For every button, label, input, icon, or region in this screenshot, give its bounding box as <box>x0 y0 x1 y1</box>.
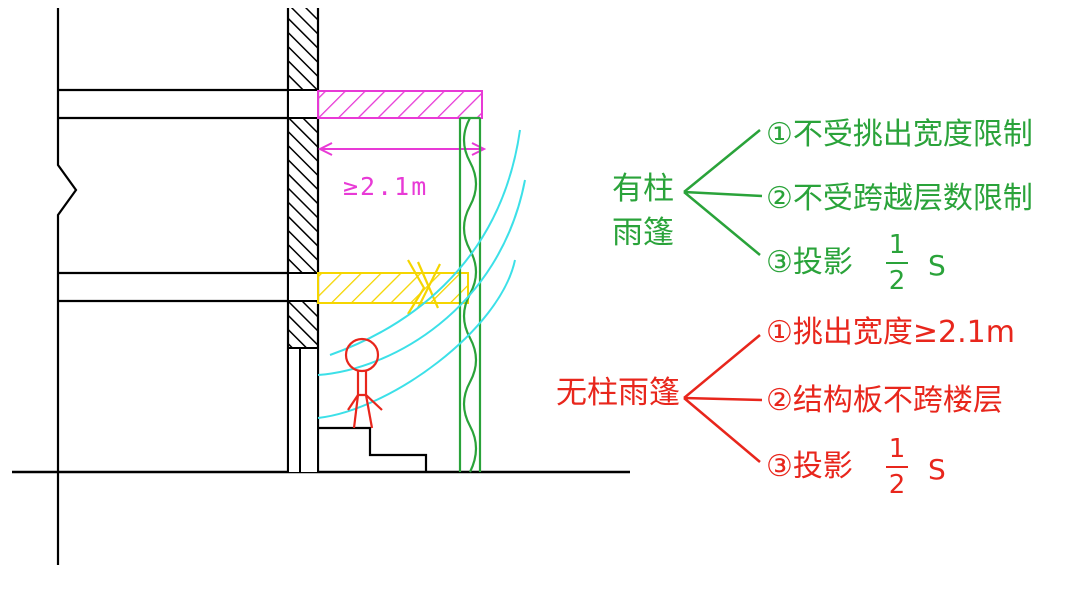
columned-item-2: ②不受跨越层数限制 <box>766 181 1033 216</box>
person-figure <box>344 337 383 429</box>
uncolumned-brace <box>683 334 763 463</box>
columned-fraction-denominator: 2 <box>888 266 906 296</box>
columned-fraction-numerator: 1 <box>888 230 906 260</box>
fraction-bar <box>886 466 908 468</box>
uncolumned-title: 无柱雨篷 <box>556 375 680 411</box>
left-wall <box>56 8 78 565</box>
entrance-steps <box>318 426 428 472</box>
columned-item-3: ③投影 <box>766 245 853 280</box>
columned-fraction: 1 2 <box>884 232 910 294</box>
dimension-label: ≥2.1m <box>343 172 429 201</box>
uncolumned-fraction-denominator: 2 <box>888 470 906 500</box>
floor-slab-upper <box>58 88 288 120</box>
uncolumned-item-1: ①挑出宽度≥2.1m <box>766 315 1015 350</box>
uncolumned-item-3: ③投影 <box>766 449 853 484</box>
canopy-break-marks <box>407 259 441 315</box>
columned-item-1: ①不受挑出宽度限制 <box>766 117 1033 152</box>
columned-symbol: S <box>928 249 946 282</box>
uncolumned-fraction: 1 2 <box>884 436 910 498</box>
fraction-bar <box>886 262 908 264</box>
floor-slab-lower <box>58 271 288 303</box>
canopy-lower-yellow <box>317 272 469 304</box>
columned-brace <box>683 129 763 256</box>
wind-arcs <box>317 129 526 419</box>
uncolumned-fraction-numerator: 1 <box>888 434 906 464</box>
canopy-upper-magenta <box>317 90 483 119</box>
dimension-line <box>317 142 487 156</box>
uncolumned-symbol: S <box>928 453 946 486</box>
columned-title-line2: 雨篷 <box>612 215 674 251</box>
uncolumned-item-2: ②结构板不跨楼层 <box>766 383 1003 418</box>
columned-title-line1: 有柱 <box>612 171 674 207</box>
